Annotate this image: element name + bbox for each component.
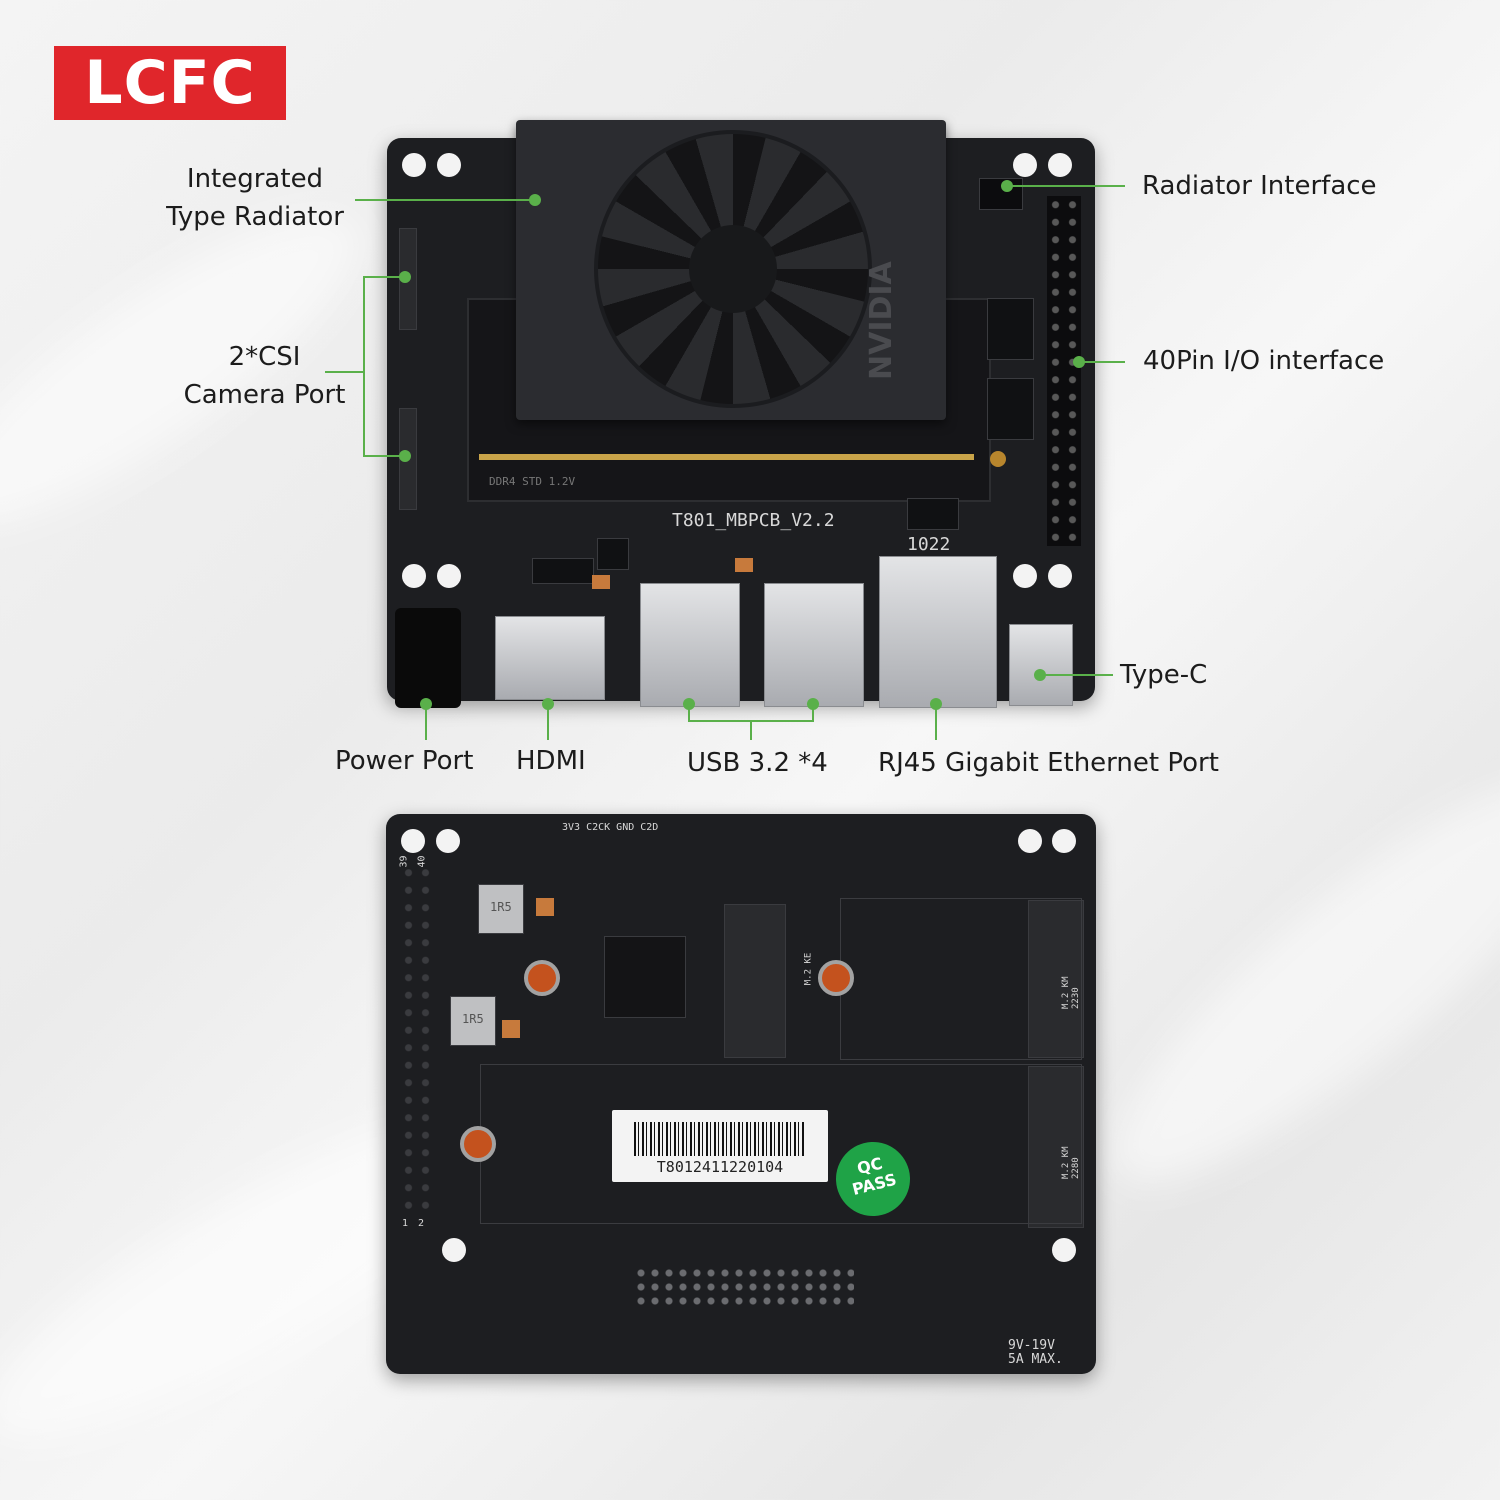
label-radiator: Integrated Type Radiator: [166, 164, 344, 232]
label-hdmi: HDMI: [516, 746, 586, 776]
label-gpio: 40Pin I/O interface: [1143, 346, 1385, 376]
type-c-connector: [1009, 624, 1073, 706]
standoff-1: [524, 960, 560, 996]
label-usb: USB 3.2 *4: [687, 748, 828, 778]
power-rating-2: 5A MAX.: [1008, 1352, 1063, 1367]
brand-logo: LCFC: [54, 46, 286, 120]
usb-stack-1: [640, 583, 740, 707]
inductor-2-label: 1R5: [462, 1012, 484, 1026]
debug-header-label: 3V3 C2CK GND C2D: [562, 822, 659, 833]
label-power: Power Port: [335, 746, 474, 776]
m2-2280-slot: [1028, 1066, 1084, 1228]
controller-chip: [604, 936, 686, 1018]
date-code: 1022: [907, 534, 951, 555]
pcb-name: T801_MBPCB_V2.2: [672, 510, 835, 531]
heatsink-fan-module: NVIDIA: [516, 120, 946, 420]
label-rj45: RJ45 Gigabit Ethernet Port: [878, 748, 1219, 778]
module-brand: NVIDIA: [864, 261, 899, 380]
m2-2230-slot: [1028, 900, 1084, 1058]
inductor-1-label: 1R5: [490, 900, 512, 914]
serial-number: T8012411220104: [656, 1158, 784, 1176]
label-type-c: Type-C: [1120, 660, 1208, 690]
m2-ke-slot: [724, 904, 786, 1058]
via-field: [634, 1266, 854, 1310]
rj45-connector: [879, 556, 997, 708]
standoff-2: [818, 960, 854, 996]
gpio-header: [1047, 196, 1081, 546]
pin-1-label: 1: [402, 1218, 409, 1229]
pin-2-label: 2: [418, 1218, 425, 1229]
gpio-solder-pads: [400, 864, 434, 1214]
pin-39-label: 39: [398, 855, 410, 868]
power-jack: [395, 608, 461, 708]
barcode-label: T8012411220104: [612, 1110, 828, 1182]
m2-ke-label: M.2 KE: [803, 952, 814, 986]
slot-text: DDR4 STD 1.2V: [489, 475, 576, 488]
inductor-1: [478, 884, 524, 934]
hdmi-connector: [495, 616, 605, 700]
usb-stack-2: [764, 583, 864, 707]
standoff-3: [460, 1126, 496, 1162]
inductor-2: [450, 996, 496, 1046]
carrier-board-bottom: 39 40 1 2 3V3 C2CK GND C2D 1R5 1R5 M.2 K…: [386, 814, 1096, 1374]
power-rating-1: 9V-19V: [1008, 1338, 1055, 1353]
label-radiator-interface: Radiator Interface: [1142, 171, 1377, 201]
label-csi: 2*CSI Camera Port: [183, 342, 346, 410]
barcode: [634, 1122, 806, 1156]
pin-40-label: 40: [416, 855, 428, 868]
